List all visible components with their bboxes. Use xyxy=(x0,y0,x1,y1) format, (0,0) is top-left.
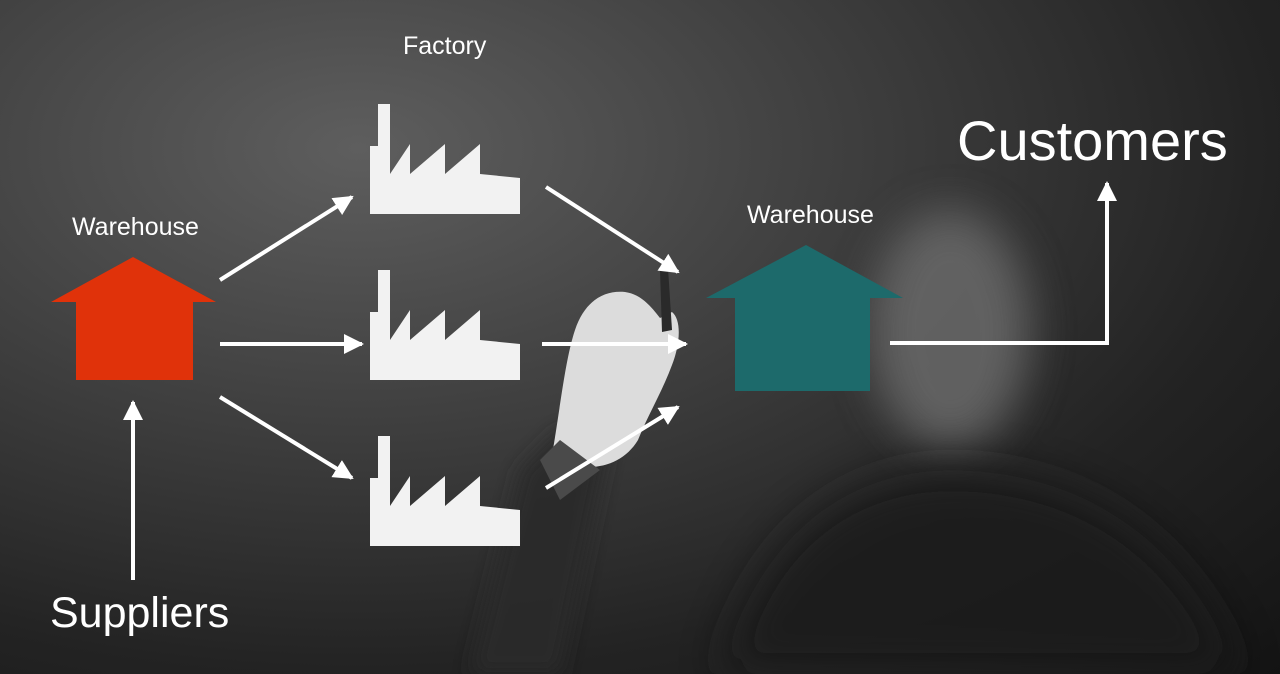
customers-label: Customers xyxy=(957,109,1228,172)
arrow-wh-to-customers xyxy=(890,181,1117,345)
arrow-factory-top-to-wh xyxy=(544,185,680,274)
arrow-factory-bottom-to-wh xyxy=(544,405,680,490)
arrow-wh-to-factory-bottom xyxy=(218,395,354,480)
arrow-wh-to-factory-top xyxy=(218,195,354,282)
factory-top-icon xyxy=(370,104,520,214)
suppliers-label: Suppliers xyxy=(50,589,230,637)
arrows xyxy=(123,181,1117,580)
warehouse-right-label: Warehouse xyxy=(747,201,874,229)
warehouse-left-label: Warehouse xyxy=(72,213,199,241)
hand-with-marker xyxy=(470,430,610,674)
blurred-person-background xyxy=(720,210,1240,674)
warehouse-right-icon xyxy=(706,245,903,391)
factory-middle-icon xyxy=(370,270,520,380)
factory-label: Factory xyxy=(403,32,487,60)
hand xyxy=(540,268,679,500)
warehouse-left-icon xyxy=(51,257,216,380)
factory-bottom-icon xyxy=(370,436,520,546)
